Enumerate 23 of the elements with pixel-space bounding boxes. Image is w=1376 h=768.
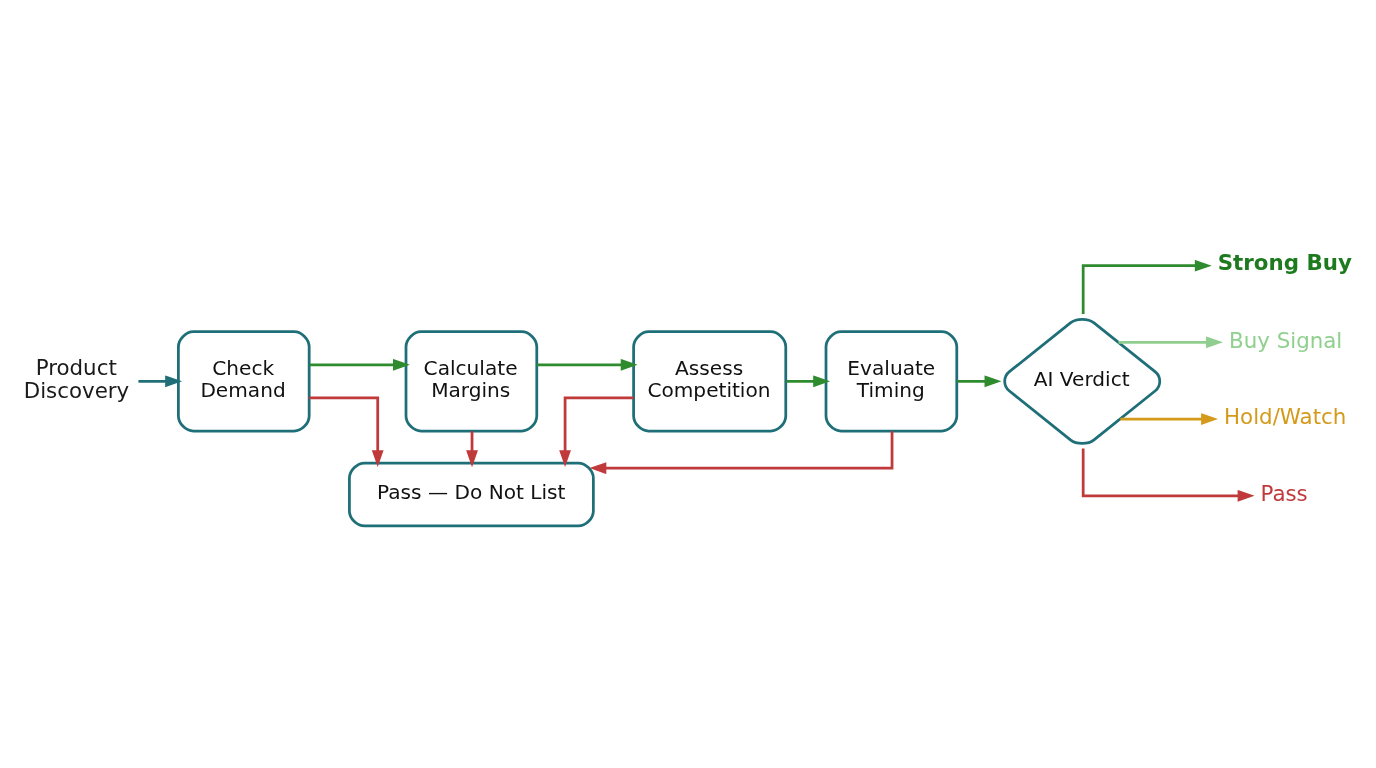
arrow bbox=[138, 374, 183, 387]
node-box: Check Demand bbox=[177, 329, 311, 432]
arrow bbox=[957, 374, 1002, 387]
arrow bbox=[309, 358, 410, 371]
arrow bbox=[1118, 335, 1223, 348]
arrow bbox=[1081, 448, 1255, 502]
arrow bbox=[536, 358, 638, 371]
arrow bbox=[559, 396, 634, 467]
node-box: Evaluate Timing bbox=[824, 329, 959, 432]
node-text: Pass bbox=[1260, 480, 1308, 506]
node-text: Strong Buy bbox=[1217, 249, 1352, 275]
arrow bbox=[1120, 412, 1218, 425]
arrow bbox=[786, 374, 831, 387]
node-text: Buy Signal bbox=[1229, 327, 1343, 353]
arrow bbox=[466, 430, 478, 467]
arrow bbox=[589, 430, 894, 474]
node-text: Hold/Watch bbox=[1224, 403, 1347, 429]
node-box: Calculate Margins bbox=[404, 329, 539, 432]
node-box: Assess Competition bbox=[632, 329, 788, 432]
arrow bbox=[1081, 259, 1212, 314]
arrow bbox=[309, 396, 384, 467]
node-box: Pass — Do Not List bbox=[348, 461, 595, 527]
node-text: Product Discovery bbox=[23, 354, 130, 403]
